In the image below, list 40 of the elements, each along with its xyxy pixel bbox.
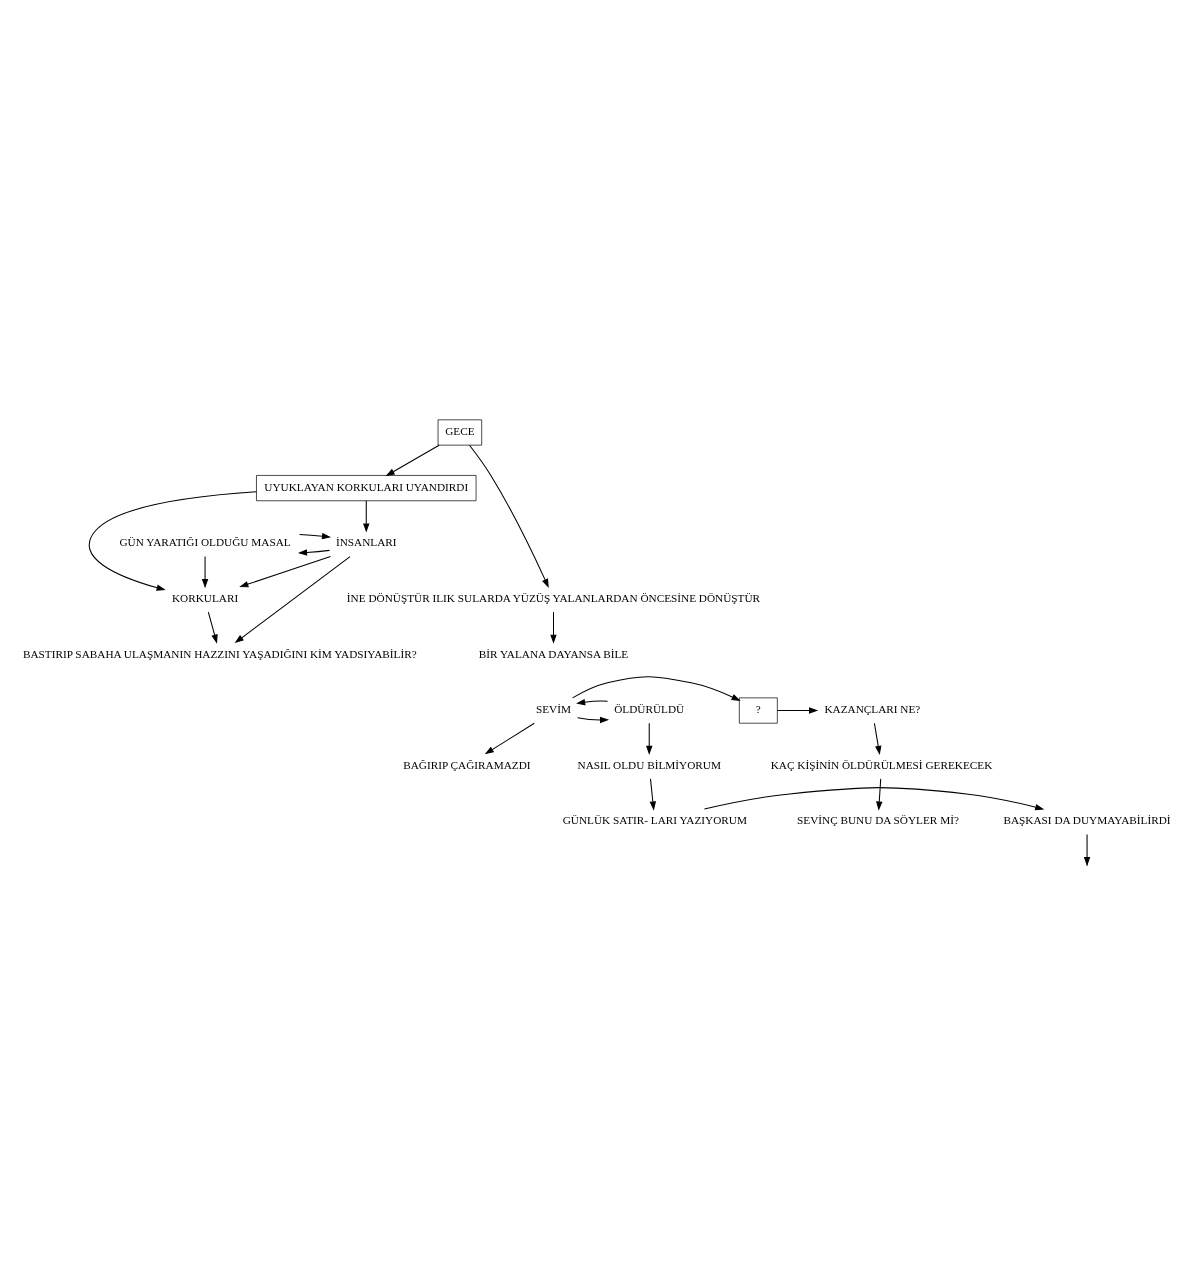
arrow	[1083, 833, 1091, 867]
arrow	[484, 722, 535, 755]
node-text: İNE DÖNÜŞTÜR ILIK SULARDA YÜZÜŞ YALANLARDAN ÖNCESİNE DÖNÜŞTÜR	[346, 591, 761, 604]
arrow	[577, 716, 610, 724]
node-box: UYUKLAYAN KORKULARI UYANDIRDI	[256, 475, 477, 502]
node-text: GÜNLÜK SATIR- LARI YAZIYORUM	[562, 814, 747, 827]
node-text: SEVİNÇ BUNU DA SÖYLER Mİ?	[797, 814, 959, 827]
arrow	[385, 444, 440, 477]
node-text: BİR YALANA DAYANSA BİLE	[478, 647, 629, 660]
arrow	[239, 555, 331, 588]
arrow	[550, 611, 557, 644]
node-text: BAĞIRIP ÇAĞIRAMAZDI	[403, 758, 531, 771]
node-text: BASTIRIP SABAHA ULAŞMANIN HAZZINI YAŞADIĞINI KİM YADSIYABİLİR?	[22, 647, 417, 660]
arrow	[207, 611, 218, 644]
arrow	[88, 491, 257, 591]
node-text: KAZANÇLARI NE?	[824, 703, 921, 716]
arrow	[776, 707, 819, 714]
node-text: SEVİM	[535, 703, 572, 716]
node-text: KAÇ KİŞİNİN ÖLDÜRÜLMESİ GEREKECEK	[770, 758, 993, 771]
node-text: İNSANLARI	[335, 536, 397, 549]
arrow	[646, 722, 653, 756]
node-text: BAŞKASI DA DUYMAYABİLİRDİ	[1003, 814, 1171, 827]
arrow	[234, 556, 351, 644]
node-text: GÜN YARATIĞI OLDUĞU MASAL	[119, 536, 291, 549]
node-box: GECE	[437, 419, 483, 446]
arrow	[363, 500, 370, 533]
node-text: ÖLDÜRÜLDÜ	[614, 703, 685, 716]
arrow	[703, 787, 1045, 811]
arrow	[873, 722, 882, 755]
arrow	[649, 778, 657, 811]
arrow	[576, 698, 609, 706]
arrow	[201, 555, 209, 589]
arrow	[299, 532, 332, 540]
node-box: ?	[739, 697, 778, 724]
node-text: NASIL OLDU BİLMİYORUM	[577, 758, 721, 771]
node-text: KORKULARI	[171, 591, 239, 604]
arrow	[468, 444, 549, 588]
arrow	[876, 778, 883, 811]
arrow	[297, 549, 331, 556]
arrow	[572, 676, 741, 701]
